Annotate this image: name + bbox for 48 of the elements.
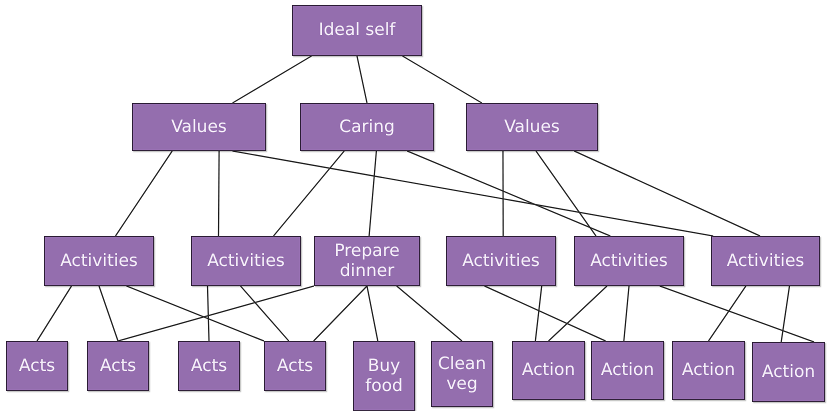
node-box: Buy food [353,341,415,411]
connector-line [313,286,368,342]
connector-line [548,286,608,342]
node-box: Acts [6,341,68,391]
connector-line [232,55,312,104]
connector-line [708,286,746,342]
connector-line [356,56,368,104]
node-box: Activities [446,236,556,286]
connector-line [396,286,462,342]
connector-line [406,150,611,237]
connector-line [36,286,72,342]
connector-line [366,286,378,342]
node-box: Action [672,341,745,400]
node-box: Values [132,103,266,151]
node-box: Action [591,341,664,400]
node-box: Activities [44,236,154,286]
node-box: Acts [264,341,326,391]
node-box: Activities [711,236,820,286]
connector-line [484,285,606,342]
node-box: Values [466,103,598,151]
node-box: Prepare dinner [314,236,420,286]
node-box: Acts [178,341,240,391]
connector-line [206,286,210,342]
node-box: Activities [191,236,301,286]
connector-line [660,285,814,343]
connector-line [368,150,378,236]
connector-line [118,285,314,342]
connector-line [232,150,714,237]
connector-line [98,286,119,342]
connector-line [218,151,220,236]
connector-line [574,150,760,237]
connector-line [273,150,345,236]
connector-line [780,286,790,342]
connector-line [240,286,290,342]
connector-line [114,150,173,236]
node-box: Activities [574,236,684,286]
connector-line [623,286,630,342]
node-box: Action [752,342,825,402]
connector-line [402,55,482,104]
node-box: Clean veg [431,341,493,407]
node-box: Acts [87,341,149,391]
node-box: Action [512,341,585,400]
connector-line [126,285,264,342]
connector-line [534,286,542,342]
connector-line [535,150,597,236]
node-box: Ideal self [292,5,422,56]
connector-line [502,151,504,236]
node-box: Caring [300,103,434,151]
